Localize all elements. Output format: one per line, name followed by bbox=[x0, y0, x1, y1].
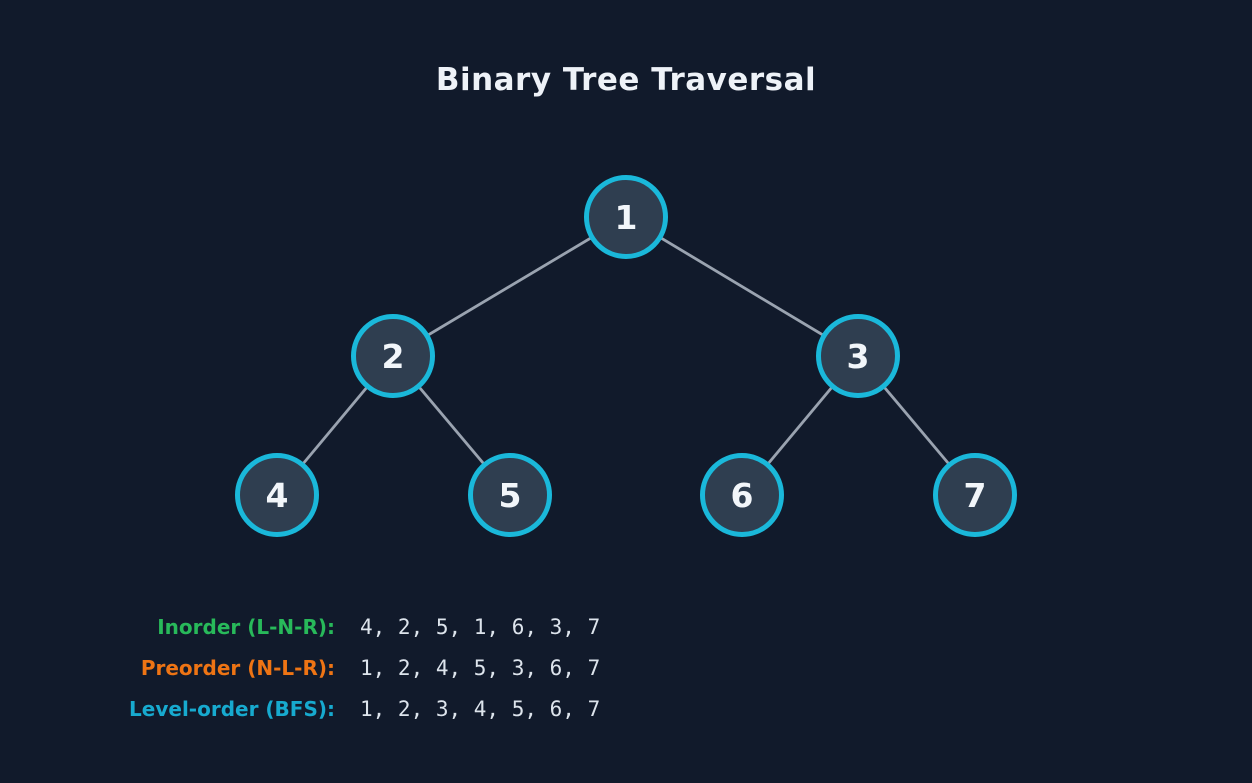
levelorder-values: 1, 2, 3, 4, 5, 6, 7 bbox=[360, 696, 601, 721]
inorder-label: Inorder (L-N-R): bbox=[157, 614, 335, 639]
traversal-row-preorder: Preorder (N-L-R): 1, 2, 4, 5, 3, 6, 7 bbox=[0, 647, 600, 688]
tree-node-2: 2 bbox=[351, 314, 435, 398]
tree-node-7: 7 bbox=[933, 453, 1017, 537]
tree-node-3: 3 bbox=[816, 314, 900, 398]
preorder-label: Preorder (N-L-R): bbox=[140, 655, 335, 680]
traversal-results: Inorder (L-N-R): 4, 2, 5, 1, 6, 3, 7 Pre… bbox=[0, 606, 600, 729]
traversal-row-levelorder: Level-order (BFS): 1, 2, 3, 4, 5, 6, 7 bbox=[0, 688, 600, 729]
tree-edge-1-3 bbox=[625, 215, 859, 358]
tree-node-6: 6 bbox=[700, 453, 784, 537]
levelorder-label: Level-order (BFS): bbox=[129, 696, 335, 721]
inorder-values: 4, 2, 5, 1, 6, 3, 7 bbox=[360, 614, 601, 639]
page-title: Binary Tree Traversal bbox=[435, 62, 817, 98]
tree-edge-1-2 bbox=[392, 215, 627, 358]
tree-node-4: 4 bbox=[235, 453, 319, 537]
tree-node-5: 5 bbox=[468, 453, 552, 537]
traversal-row-inorder: Inorder (L-N-R): 4, 2, 5, 1, 6, 3, 7 bbox=[0, 606, 600, 647]
tree-node-1: 1 bbox=[584, 175, 668, 259]
preorder-values: 1, 2, 4, 5, 3, 6, 7 bbox=[360, 655, 601, 680]
